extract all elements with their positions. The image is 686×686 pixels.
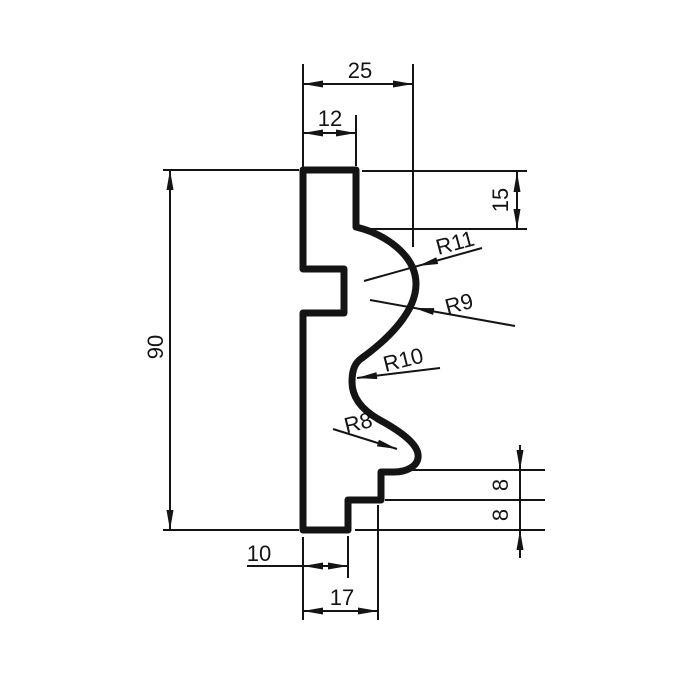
step-upper-label: 8 [488, 479, 513, 491]
arrowhead-r10 [357, 372, 378, 380]
arrowhead-17-left [303, 607, 323, 615]
arrowhead-8-bottom [516, 530, 524, 550]
arrowhead-15-top [513, 172, 521, 192]
extension-lines [163, 64, 545, 620]
arrowhead-12-right [336, 129, 356, 137]
arrowhead-r9 [414, 308, 435, 315]
step-lower-label: 8 [488, 509, 513, 521]
arrowhead-17-right [358, 607, 378, 615]
arrowhead-90-bottom [166, 510, 174, 530]
arrowhead-10-right [328, 562, 348, 570]
arrowhead-8-top [516, 450, 524, 470]
arrowhead-r8 [376, 439, 397, 449]
arrowhead-90-top [166, 170, 174, 190]
arrowhead-12-left [303, 129, 323, 137]
arrowhead-25-left [303, 80, 323, 88]
arrowhead-25-right [393, 80, 413, 88]
leader-line-r9 [369, 299, 516, 327]
arrowhead-10-left [303, 562, 323, 570]
bottom-notch-depth-label: 10 [247, 541, 271, 566]
top-tab-width-label: 12 [318, 106, 342, 131]
bottom-width-label: 17 [330, 585, 354, 610]
arrowheads [166, 80, 524, 615]
arrowhead-15-bottom [513, 209, 521, 229]
overall-height-label: 90 [143, 335, 168, 359]
upper-right-height-label: 15 [488, 188, 513, 212]
arrowhead-r11 [418, 257, 439, 266]
overall-width-label: 25 [348, 58, 372, 83]
